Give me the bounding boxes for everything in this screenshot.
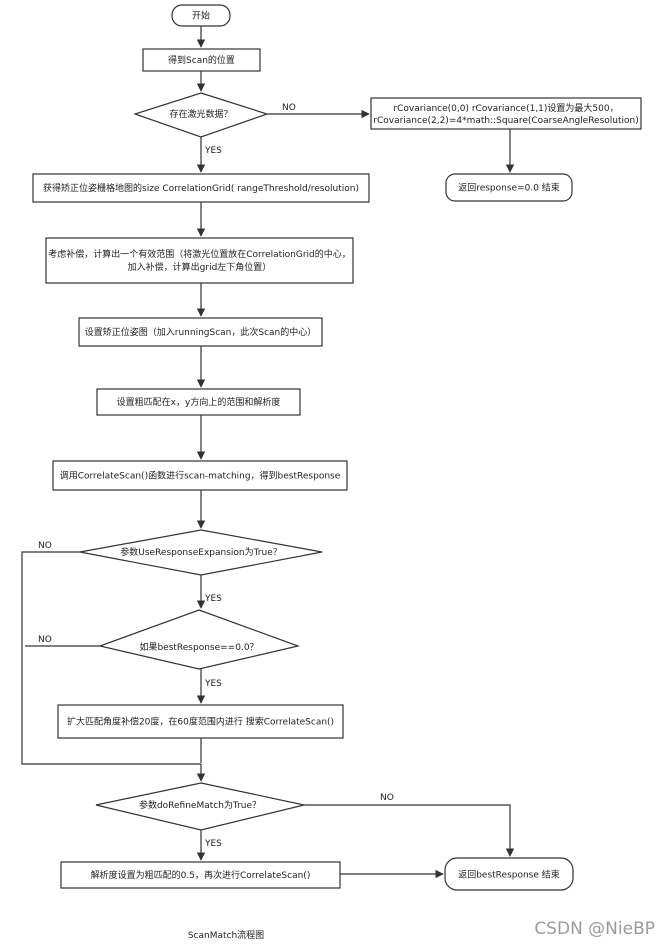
decision-has-laser-label: 存在激光数据？ (169, 108, 232, 120)
node-compute-range-line2: 加入补偿，计算出grid左下角位置） (128, 261, 272, 273)
node-get-grid-size: 获得矫正位姿栅格地图的size CorrelationGrid( rangeTh… (32, 173, 370, 203)
node-start-label: 开始 (192, 10, 210, 22)
label-no-bestzero: NO (38, 635, 52, 645)
decision-use-response-expansion-label: 参数UseResponseExpansion为True？ (120, 546, 282, 558)
node-start: 开始 (171, 4, 231, 27)
node-fine-match-label: 解析度设置为粗匹配的0.5，再次进行CorrelateScan() (91, 869, 311, 881)
node-compute-range: 考虑补偿，计算出一个有效范围（将激光位置放在CorrelationGrid的中心… (45, 237, 354, 284)
terminal-return-best-label: 返回bestResponse 结束 (458, 869, 560, 881)
node-set-pose-grid: 设置矫正位姿图（加入runningScan，此次Scan的中心） (78, 317, 323, 347)
node-expand-search-label: 扩大匹配角度补偿20度，在60度范围内进行 搜索CorrelateScan() (67, 716, 334, 728)
diagram-caption: ScanMatch流程图 (188, 929, 264, 941)
node-set-covariance-line1: rCovariance(0,0) rCovariance(1,1)设置为最大50… (393, 102, 618, 114)
decision-best-response-zero: 如果bestResponse==0.0？ (97, 609, 301, 670)
node-set-search-range-label: 设置粗匹配在x，y方向上的范围和解析度 (117, 396, 281, 408)
label-yes-haslaser: YES (204, 146, 222, 156)
node-get-grid-size-label: 获得矫正位姿栅格地图的size CorrelationGrid( rangeTh… (43, 182, 359, 194)
label-no-refine: NO (380, 793, 394, 803)
node-set-covariance: rCovariance(0,0) rCovariance(1,1)设置为最大50… (370, 97, 642, 130)
node-set-search-range: 设置粗匹配在x，y方向上的范围和解析度 (96, 388, 301, 416)
decision-has-laser: 存在激光数据？ (133, 92, 269, 138)
decision-refine-match: 参数doRefineMatch为True？ (95, 782, 305, 831)
node-get-position-label: 得到Scan的位置 (168, 54, 235, 66)
edge-useexp-no (21, 551, 201, 765)
terminal-return-zero: 返回response=0.0 结束 (445, 173, 573, 202)
decision-refine-match-label: 参数doRefineMatch为True？ (139, 799, 261, 811)
label-yes-bestzero: YES (204, 679, 222, 689)
label-no-useexp: NO (38, 541, 52, 551)
node-compute-range-line1: 考虑补偿，计算出一个有效范围（将激光位置放在CorrelationGrid的中心… (48, 248, 351, 260)
node-expand-search: 扩大匹配角度补偿20度，在60度范围内进行 搜索CorrelateScan() (57, 704, 344, 739)
edge-labels: NO YES NO YES NO YES NO YES (38, 103, 394, 849)
label-yes-refine: YES (204, 839, 222, 849)
terminal-return-best: 返回bestResponse 结束 (444, 857, 574, 891)
node-get-position: 得到Scan的位置 (142, 48, 261, 72)
label-no-haslaser: NO (282, 103, 296, 113)
decision-best-response-zero-label: 如果bestResponse==0.0？ (139, 641, 258, 653)
watermark: CSDN @NieBP (534, 919, 655, 939)
node-correlate-scan: 调用CorrelateScan()函数进行scan-matching，得到bes… (52, 460, 348, 491)
node-fine-match: 解析度设置为粗匹配的0.5，再次进行CorrelateScan() (60, 861, 341, 889)
node-set-covariance-line2: rCovariance(2,2)=4*math::Square(CoarseAn… (373, 116, 639, 126)
flow-edges (21, 26, 515, 879)
node-correlate-scan-label: 调用CorrelateScan()函数进行scan-matching，得到bes… (60, 470, 341, 482)
decision-use-response-expansion: 参数UseResponseExpansion为True？ (79, 529, 323, 576)
node-set-pose-grid-label: 设置矫正位姿图（加入runningScan，此次Scan的中心） (85, 326, 317, 338)
edge-refine-no (304, 804, 515, 857)
label-yes-useexp: YES (204, 594, 222, 604)
terminal-return-zero-label: 返回response=0.0 结束 (458, 182, 560, 194)
